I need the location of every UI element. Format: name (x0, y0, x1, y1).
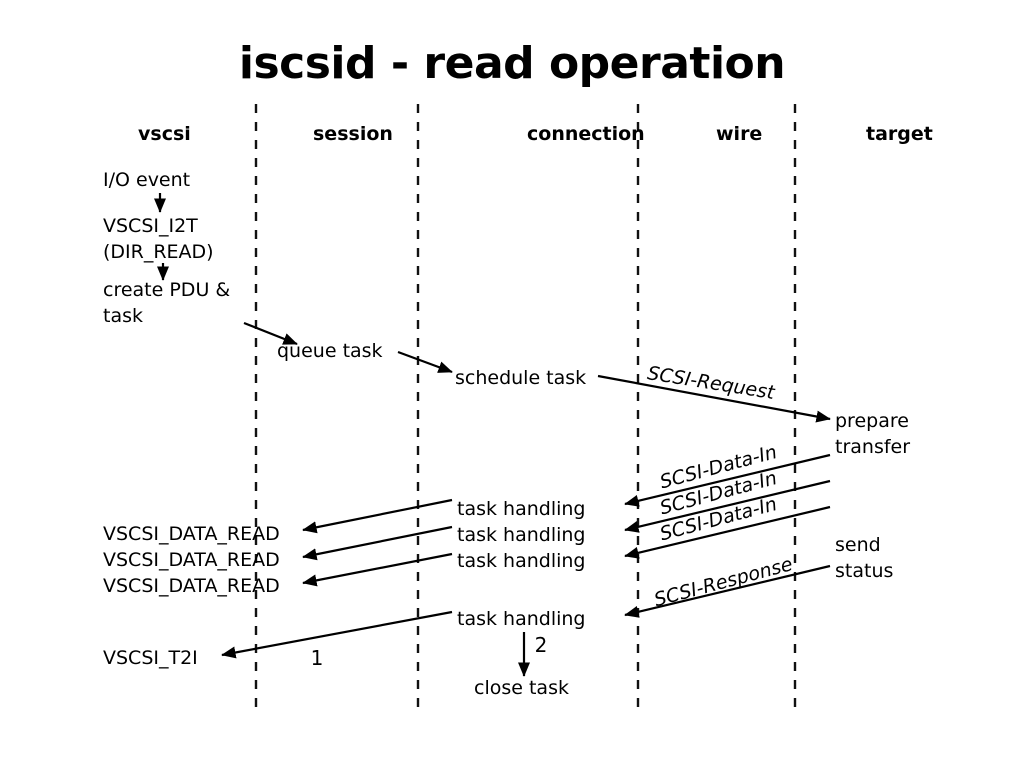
task-handling-3: task handling (457, 550, 585, 572)
arrow-handling-to-read-2 (302, 525, 453, 561)
arrow-schedule-to-target (597, 374, 831, 423)
column-header-connection: connection (527, 123, 645, 145)
schedule-task: schedule task (455, 367, 586, 389)
create-pdu-task: task (103, 305, 143, 327)
vscsi-i2t: VSCSI_I2T (103, 215, 198, 237)
prepare-transfer-2: transfer (835, 436, 910, 458)
column-header-wire: wire (716, 123, 762, 145)
arrow-pdu-to-queue (243, 321, 298, 346)
arrow-data-in-3 (624, 505, 831, 559)
task-handling-2: task handling (457, 524, 585, 546)
dir-read: (DIR_READ) (103, 241, 214, 263)
column-header-target: target (866, 123, 933, 145)
queue-task: queue task (277, 340, 383, 362)
page-title: iscsid - read operation (239, 38, 785, 89)
arrow-data-in-2 (624, 479, 831, 533)
branch-order-numbers: 12 (311, 633, 548, 670)
arrow-handling-to-t2i (221, 610, 453, 659)
column-headers: vscsi session connection wire target (138, 123, 933, 145)
vscsi-data-read-2: VSCSI_DATA_READ (103, 549, 280, 571)
task-handling-4: task handling (457, 608, 585, 630)
vscsi-t2i: VSCSI_T2I (103, 647, 198, 669)
column-header-vscsi: vscsi (138, 123, 191, 145)
io-event: I/O event (103, 169, 190, 191)
branch-number-1: 1 (311, 646, 324, 670)
send-status-2: status (835, 560, 893, 582)
branch-number-2: 2 (535, 633, 548, 657)
send-status-1: send (835, 534, 881, 556)
prepare-transfer-1: prepare (835, 410, 909, 432)
arrow-data-in-1 (624, 453, 831, 507)
column-header-session: session (313, 123, 393, 145)
arrow-handling-to-read-3 (302, 552, 453, 587)
scsi-response: SCSI-Response (652, 553, 795, 611)
close-task: close task (474, 677, 569, 699)
message-arrows (153, 193, 831, 677)
vscsi-data-read-1: VSCSI_DATA_READ (103, 523, 280, 545)
create-pdu: create PDU & (103, 279, 230, 301)
arrow-response (624, 564, 831, 618)
arrow-queue-to-schedule (397, 350, 453, 374)
task-handling-1: task handling (457, 498, 585, 520)
vscsi-data-read-3: VSCSI_DATA_READ (103, 575, 280, 597)
arrow-handling-to-read-1 (302, 498, 453, 534)
